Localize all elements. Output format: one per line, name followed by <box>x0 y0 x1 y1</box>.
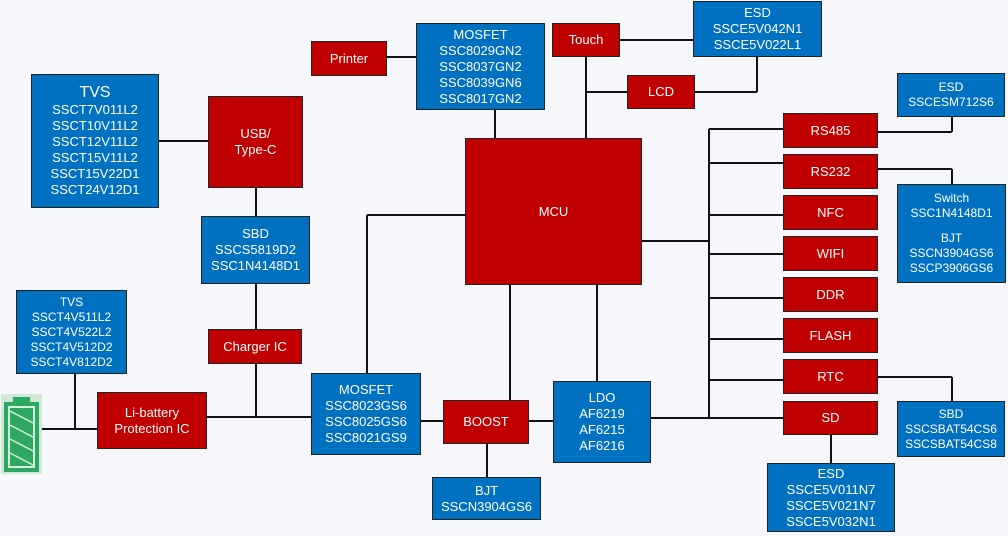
component-esd-rs485[interactable]: ESD SSCESM712S6 <box>897 73 1005 117</box>
block-label: Li-battery <box>124 404 180 420</box>
block-label: SD <box>821 410 840 425</box>
part-number: SSC8029GN2 <box>439 42 522 58</box>
block-flash[interactable]: FLASH <box>783 318 878 353</box>
part-number: SSCS5819D2 <box>215 242 296 257</box>
component-ldo[interactable]: LDO AF6219 AF6215 AF6216 <box>553 381 651 463</box>
component-mosfet-power[interactable]: MOSFET SSC8023GS6 SSC8025GS6 SSC8021GS9 <box>311 373 421 455</box>
part-number: SSC1N4148D1 <box>211 258 300 273</box>
part-number: SSCN3904GS6 <box>909 246 994 260</box>
block-wifi[interactable]: WIFI <box>783 236 878 271</box>
component-title: ESD <box>744 5 771 20</box>
block-label: Printer <box>329 50 369 66</box>
block-label: RS232 <box>810 163 851 179</box>
part-number: SSCT4V812D2 <box>30 354 113 369</box>
part-number: SSCE5V011N7 <box>786 481 876 497</box>
block-ddr[interactable]: DDR <box>783 277 878 312</box>
component-mosfet-top[interactable]: MOSFET SSC8029GN2 SSC8037GN2 SSC8039GN6 … <box>416 23 545 110</box>
part-number: AF6219 <box>579 406 625 421</box>
battery-icon <box>1 394 42 474</box>
block-sd[interactable]: SD <box>783 401 878 435</box>
block-lcd[interactable]: LCD <box>627 75 695 109</box>
part-number: SSC8037GN2 <box>439 58 522 74</box>
block-label: RTC <box>817 368 844 384</box>
component-bjt-boost[interactable]: BJT SSCN3904GS6 <box>432 477 541 520</box>
part-number: SSC8025GS6 <box>325 414 407 429</box>
part-number: SSC8017GN2 <box>439 90 522 106</box>
part-number: SSCT15V11L2 <box>52 150 138 165</box>
component-title: MOSFET <box>338 382 394 397</box>
block-li-battery-protection[interactable]: Li-battery Protection IC <box>97 392 207 449</box>
part-number: SSCT4V512D2 <box>30 339 113 354</box>
part-number: SSCN3904GS6 <box>440 498 533 514</box>
block-mcu[interactable]: MCU <box>465 138 642 285</box>
block-label: BOOST <box>463 414 509 429</box>
block-label: USB/ <box>240 126 271 141</box>
part-number: SSCSBAT54CS8 <box>905 436 997 451</box>
part-number: SSC8021GS9 <box>325 430 407 445</box>
component-title: TVS <box>79 84 111 101</box>
block-label: MCU <box>538 203 569 219</box>
component-switch-bjt-rs232[interactable]: Switch SSC1N4148D1 BJT SSCN3904GS6 SSCP3… <box>897 184 1006 283</box>
part-number: SSC8023GS6 <box>325 398 407 413</box>
part-number: SSCT4V522L2 <box>31 324 112 339</box>
block-label: Touch <box>568 32 604 47</box>
part-number: SSCT15V22D1 <box>50 166 140 181</box>
block-rtc[interactable]: RTC <box>783 359 878 394</box>
part-number: SSCP3906GS6 <box>909 261 994 275</box>
component-title: BJT <box>940 231 963 245</box>
part-number: SSCE5V032N1 <box>786 513 876 529</box>
component-title: ESD <box>938 80 964 94</box>
block-label: NFC <box>817 204 844 220</box>
component-title: SBD <box>938 406 964 421</box>
part-number: SSCSBAT54CS6 <box>905 421 997 436</box>
block-label: RS485 <box>810 122 851 138</box>
component-tvs-battery[interactable]: TVS SSCT4V511L2 SSCT4V522L2 SSCT4V512D2 … <box>16 290 127 374</box>
part-number: SSC1N4148D1 <box>910 206 993 220</box>
block-label: Protection IC <box>114 420 190 436</box>
part-number: AF6216 <box>579 438 625 453</box>
component-esd-touch[interactable]: ESD SSCE5V042N1 SSCE5V022L1 <box>693 1 822 57</box>
part-number: SSCE5V021N7 <box>786 497 876 513</box>
component-esd-sd[interactable]: ESD SSCE5V011N7 SSCE5V021N7 SSCE5V032N1 <box>767 463 895 532</box>
block-rs485[interactable]: RS485 <box>783 113 878 148</box>
component-sbd-rtc[interactable]: SBD SSCSBAT54CS6 SSCSBAT54CS8 <box>897 401 1005 457</box>
component-title: Switch <box>933 191 970 205</box>
part-number: SSCT24V12D1 <box>50 182 140 197</box>
part-number: SSCESM712S6 <box>908 95 994 109</box>
block-rs232[interactable]: RS232 <box>783 154 878 189</box>
block-printer[interactable]: Printer <box>311 41 387 76</box>
block-label: LCD <box>647 84 674 99</box>
part-number: SSCT7V011L2 <box>52 102 138 117</box>
component-sbd-usb[interactable]: SBD SSCS5819D2 SSC1N4148D1 <box>201 216 310 284</box>
block-label: Charger IC <box>223 338 287 354</box>
component-title: BJT <box>474 482 499 498</box>
component-title: MOSFET <box>453 26 508 42</box>
block-label: DDR <box>816 286 845 302</box>
block-label: Type-C <box>234 142 277 157</box>
component-title: TVS <box>59 294 84 309</box>
component-tvs-usb[interactable]: TVS SSCT7V011L2 SSCT10V11L2 SSCT12V11L2 … <box>31 74 159 208</box>
part-number: SSCT4V511L2 <box>31 309 112 324</box>
block-usb-typec[interactable]: USB/ Type-C <box>208 96 303 188</box>
part-number: SSCT10V11L2 <box>52 118 138 133</box>
block-nfc[interactable]: NFC <box>783 195 878 230</box>
block-label: WIFI <box>816 245 845 261</box>
block-label: FLASH <box>809 327 852 343</box>
part-number: AF6215 <box>579 422 625 437</box>
part-number: SSCE5V022L1 <box>713 37 802 52</box>
part-number: SSC8039GN6 <box>439 74 522 90</box>
component-title: ESD <box>817 465 845 481</box>
component-title: SBD <box>242 226 269 241</box>
part-number: SSCE5V042N1 <box>712 21 803 36</box>
block-boost[interactable]: BOOST <box>443 400 529 444</box>
block-charger-ic[interactable]: Charger IC <box>208 329 302 364</box>
part-number: SSCT12V11L2 <box>52 134 138 149</box>
block-touch[interactable]: Touch <box>552 23 620 57</box>
component-title: LDO <box>588 390 616 405</box>
